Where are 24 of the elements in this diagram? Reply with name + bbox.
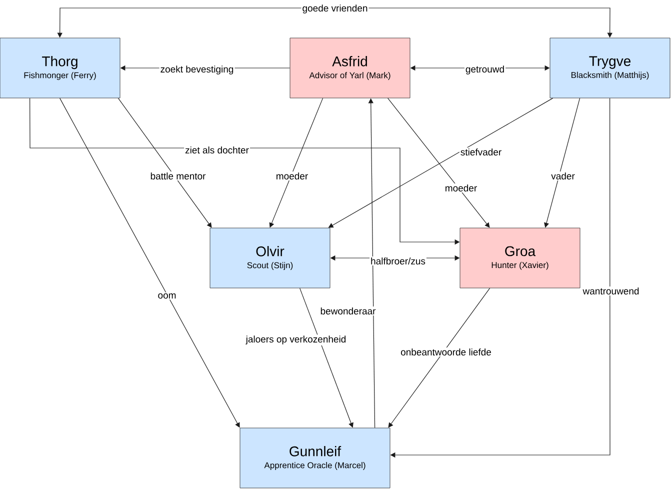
arrow [388, 98, 490, 228]
edge-label: bewonderaar [319, 306, 377, 316]
edge-label: stiefvader [459, 148, 503, 156]
edge-label: onbeantwoorde liefde [400, 348, 492, 356]
edge-label: goede vrienden [301, 4, 369, 14]
edge-label: vader [550, 172, 576, 180]
person-box: Olvir Scout (Stijn) [210, 228, 330, 288]
edge-label: moeder [444, 184, 478, 192]
edge-label: battle mentor [149, 172, 207, 180]
edge-label: zoekt bevestiging [159, 64, 235, 76]
edge-label: halfbroer/zus [370, 256, 426, 266]
arrow [388, 288, 490, 428]
edge-label: getrouwd [464, 64, 506, 76]
person-box: Gunnleif Apprentice Oracle (Marcel) [240, 428, 390, 488]
edge-label: moeder [274, 172, 310, 180]
edge-label: jaloers op verkozenheid [244, 334, 348, 346]
edge-label: ziet als dochter [184, 146, 250, 154]
arrow [118, 98, 212, 228]
person-box: Thorg Fishmonger (Ferry) [0, 38, 120, 98]
person-box: Groa Hunter (Xavier) [460, 228, 580, 288]
edge-label: wantrouwend [582, 286, 640, 296]
person-box: Asfrid Advisor of Yarl (Mark) [290, 38, 410, 98]
edge-label: oom [156, 292, 178, 300]
person-box: Trygve Blacksmith (Matthijs) [550, 38, 670, 98]
